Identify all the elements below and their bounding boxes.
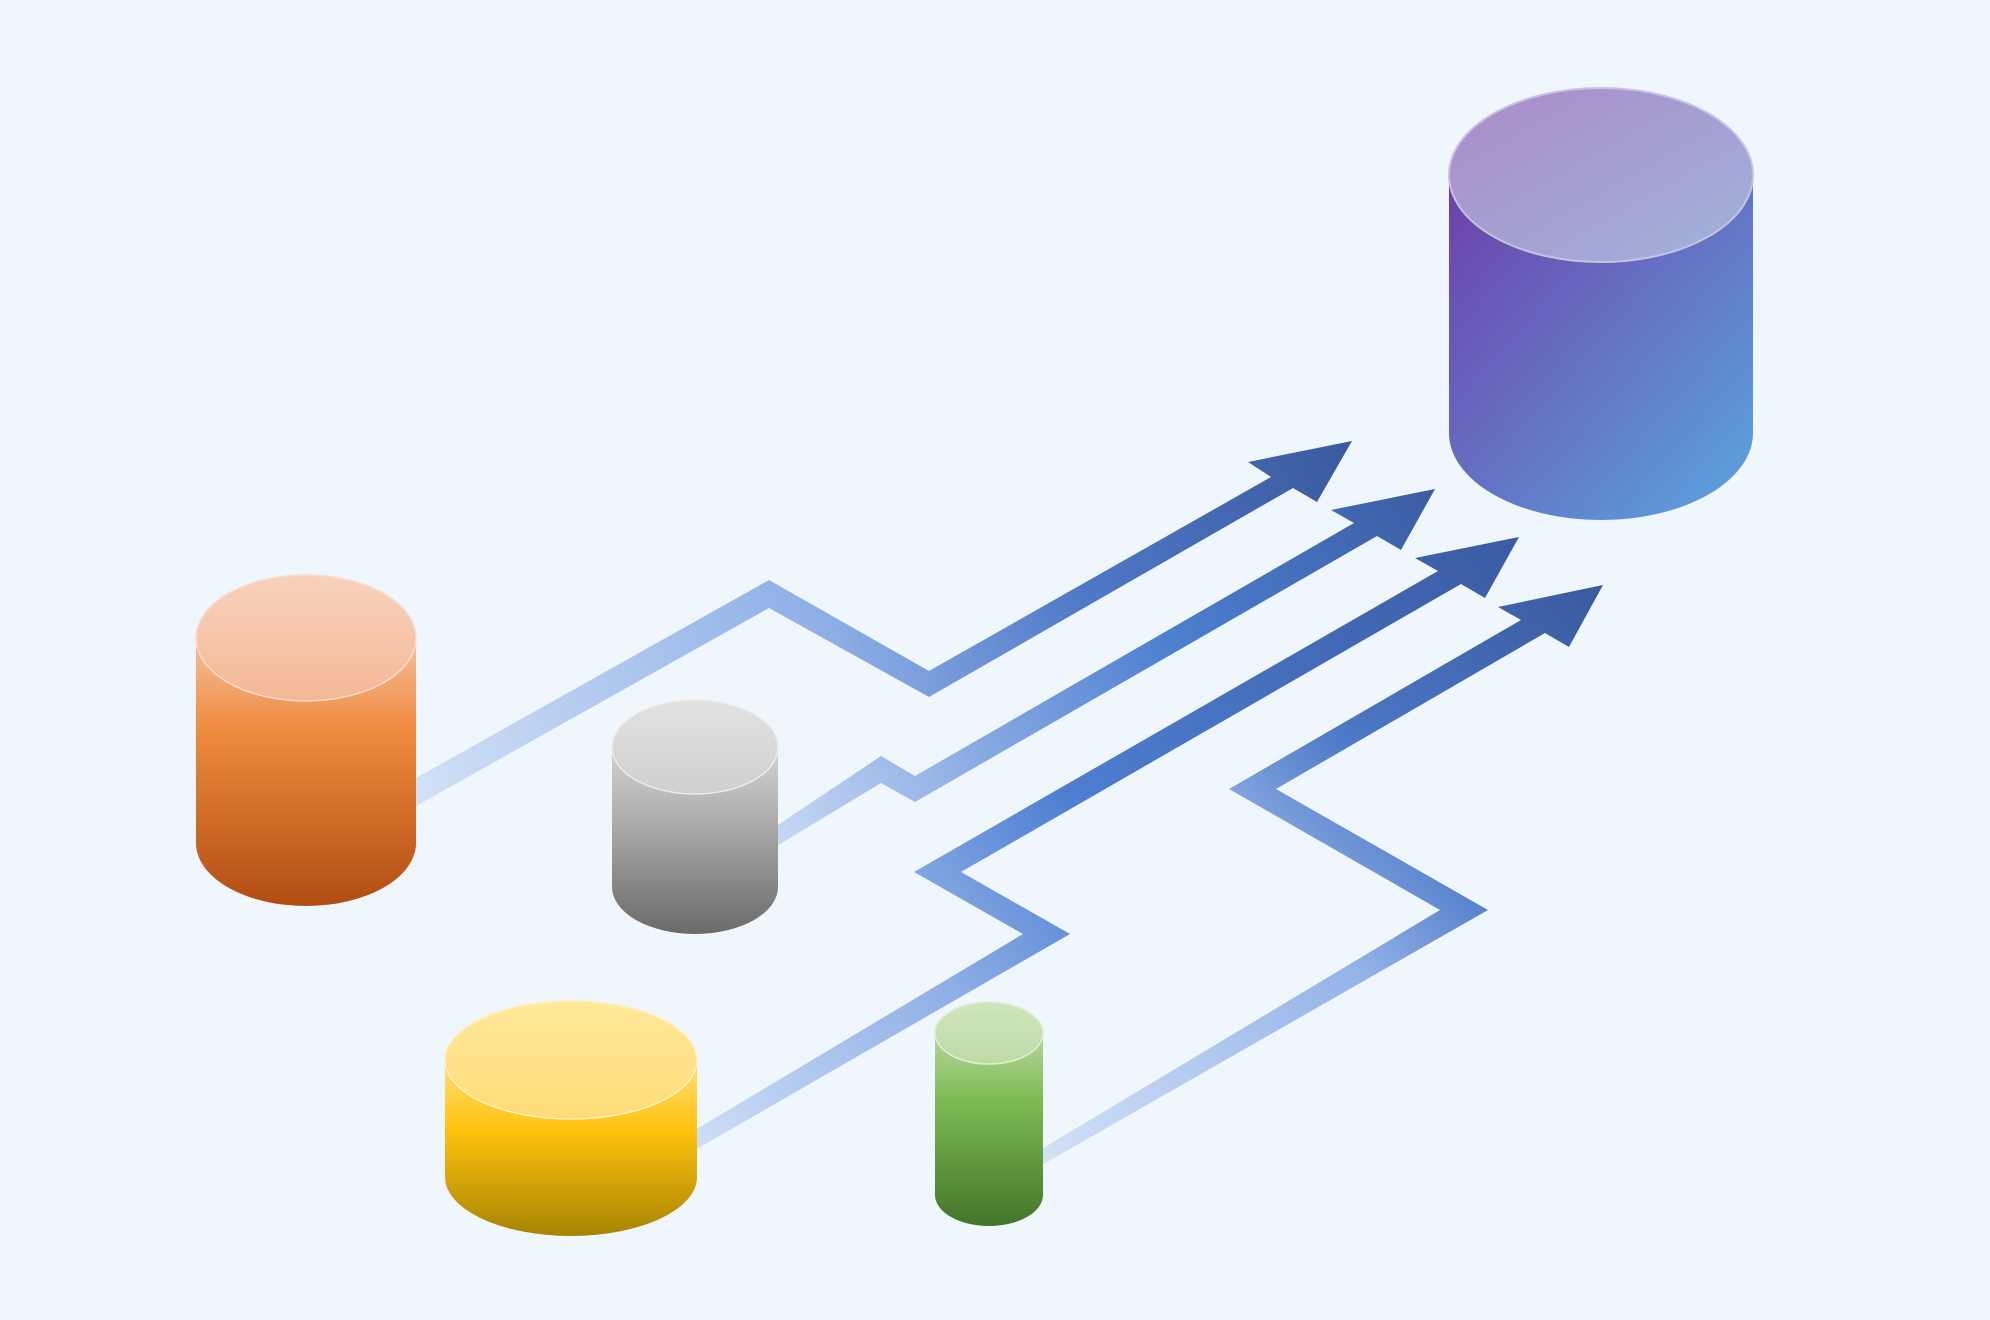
- source-database-yellow-icon: [444, 1000, 698, 1236]
- flow-arrow-gray: [775, 489, 1435, 847]
- source-database-green-icon: [934, 1001, 1044, 1226]
- arrows: [400, 441, 1603, 1166]
- source-database-gray-icon: [611, 699, 779, 934]
- source-database-orange-icon: [195, 574, 417, 906]
- target-database-icon: [1448, 87, 1754, 520]
- flow-arrow-yellow: [695, 537, 1519, 1150]
